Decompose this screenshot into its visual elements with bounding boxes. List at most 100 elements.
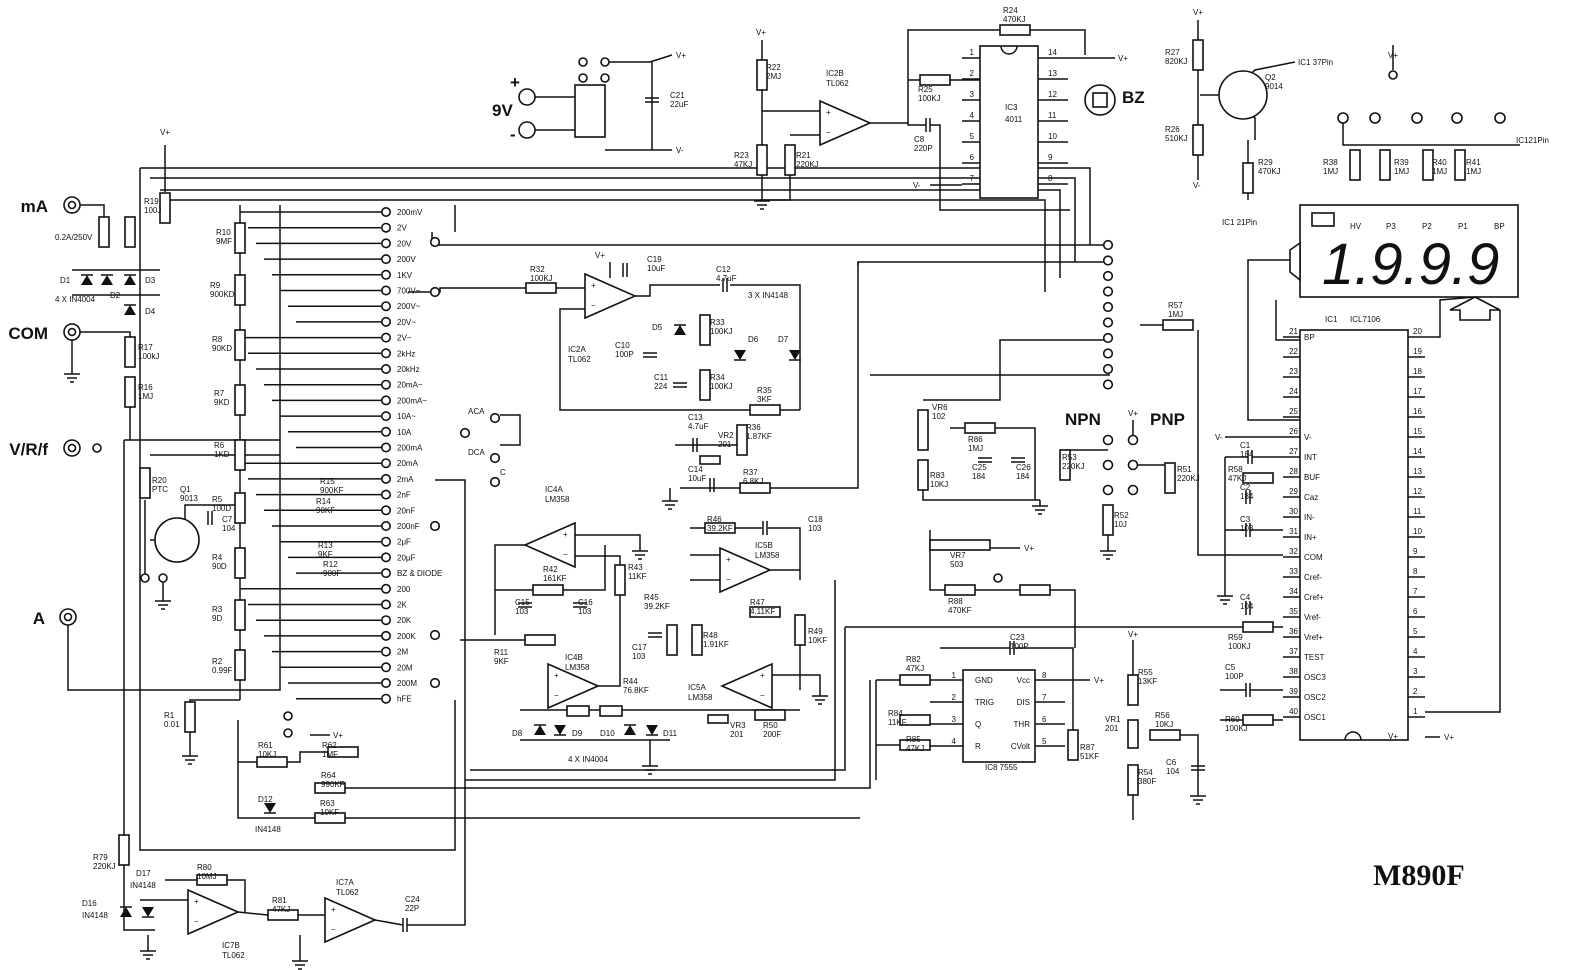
resistor-name-r40: R40	[1432, 158, 1447, 167]
capacitor-name-c16: C16	[578, 598, 593, 607]
diode-body	[646, 725, 658, 735]
diode-name-d10: D10	[600, 729, 615, 738]
capacitor-value-c5: 100P	[1225, 672, 1244, 681]
range-label: 2V~	[397, 334, 412, 343]
resistor-name-r46: R46	[707, 515, 722, 524]
capacitor-name-c19: C19	[647, 255, 662, 264]
resistor-value-r55: 13KF	[1138, 677, 1157, 686]
vplus-label: V+	[1193, 8, 1203, 17]
ic3-pin: 8	[1048, 174, 1053, 183]
opamp-part-ic7a: TL062	[336, 888, 359, 897]
ic1-pin-name: OSC3	[1304, 673, 1326, 682]
ic1-pin-num: 28	[1289, 467, 1298, 476]
plus-sign: +	[563, 530, 568, 539]
R-div7-resistor	[234, 599, 246, 631]
C6-capacitor	[1191, 765, 1205, 771]
resistor-value-r58: 47KJ	[1228, 474, 1246, 483]
range-switch-contact	[380, 442, 391, 453]
capacitor-value-c16: 103	[578, 607, 592, 616]
wire	[1342, 123, 1520, 146]
resistor-value-r53: 220KJ	[1062, 462, 1085, 471]
q1-node	[140, 573, 150, 583]
wire	[287, 751, 328, 763]
switch-pole	[429, 236, 441, 248]
R85-resistor	[899, 739, 931, 751]
wire	[407, 479, 466, 926]
R-div6-resistor	[234, 547, 246, 579]
resistor-name-r24: R24	[1003, 6, 1018, 15]
ic1-pin-num: 25	[1289, 407, 1298, 416]
D1-diode	[81, 274, 93, 285]
capacitor-name-c18: C18	[808, 515, 823, 524]
resistor-name-r60: R60	[1225, 715, 1240, 724]
range-label: 2mA	[397, 475, 414, 484]
diode-body	[124, 275, 136, 285]
capacitor-name-c14: C14	[688, 465, 703, 474]
ic1-pin-num: 1	[1413, 707, 1418, 716]
opamp-name-ic7b: IC7B	[222, 941, 240, 950]
wire	[907, 123, 926, 126]
ic8-pin-num: 2	[952, 693, 957, 702]
capacitor-value-c11: 224	[654, 382, 668, 391]
R86-resistor	[964, 422, 996, 434]
aca-contact	[489, 412, 501, 424]
R63-resistor	[314, 812, 346, 824]
switch-pole	[429, 629, 441, 641]
R48-resistor	[691, 624, 703, 656]
resistor-value-r46: 39.2KF	[707, 524, 733, 533]
resistor-value-r25: 100KJ	[918, 94, 941, 103]
range-bus-ac	[408, 287, 528, 293]
switch-contact	[283, 711, 293, 721]
ic1-pin-num: 21	[1289, 327, 1298, 336]
resistor-name-r2: R2	[212, 657, 223, 666]
R-div1-resistor	[234, 274, 246, 306]
opamp-part-ic7b: TL062	[222, 951, 245, 960]
ic8-pin-name: TRIG	[975, 698, 994, 707]
hfe-socket-contact	[1102, 459, 1114, 471]
ic1-pin-num: 5	[1413, 627, 1418, 636]
ic1-pin-num: 11	[1413, 507, 1422, 516]
ic1-pin-num: 36	[1289, 627, 1298, 636]
ground-icon	[1217, 590, 1233, 605]
resistor-name-r42: R42	[543, 565, 558, 574]
aca-label: ACA	[468, 407, 485, 416]
connector-pin	[1102, 332, 1114, 344]
range-label: 2kHz	[397, 349, 415, 358]
annunciator-label: P2	[1422, 222, 1432, 231]
wire	[184, 504, 240, 525]
resistor-value-r19: 100J	[144, 206, 161, 215]
left-bus	[139, 168, 456, 851]
wire	[923, 339, 1110, 401]
d5-d7-note: 3 X IN4148	[748, 291, 789, 300]
range-switch-contact	[380, 363, 391, 374]
connector-pin	[1102, 317, 1114, 328]
resistor-name-r59: R59	[1228, 633, 1243, 642]
wire	[80, 331, 131, 337]
D7-diode	[789, 350, 801, 361]
range-label: 1KV	[397, 271, 413, 280]
diode-body	[624, 725, 636, 735]
q2-name: Q2	[1265, 73, 1276, 82]
R59-resistor	[1242, 621, 1274, 633]
D11-diode	[646, 725, 658, 736]
VR3-pot	[707, 714, 729, 724]
resistor-value-r27: 820KJ	[1165, 57, 1188, 66]
IC5A-opamp	[720, 662, 773, 710]
pot-name-vr3: VR3	[730, 721, 746, 730]
d16-part: IN4148	[82, 911, 108, 920]
resistor-value-r34: 100KJ	[710, 382, 733, 391]
range-switch-contact	[380, 301, 391, 312]
ic8-pin-name: Vcc	[1017, 676, 1030, 685]
diode-body	[534, 725, 546, 735]
resistor-value-r20: PTC	[152, 485, 168, 494]
range-label: 200nF	[397, 522, 420, 531]
plus-sign: +	[591, 281, 596, 290]
diode-body	[554, 725, 566, 735]
resistor-name-r79: R79	[93, 853, 108, 862]
ic3-name: IC3	[1005, 103, 1018, 112]
resistor-name-r1: R1	[164, 711, 175, 720]
ic1-pin-num: 14	[1413, 447, 1422, 456]
resistor-value-r36: 1.87KF	[746, 432, 772, 441]
q2-part: 9014	[1265, 82, 1283, 91]
ic3-pin: 2	[970, 69, 975, 78]
